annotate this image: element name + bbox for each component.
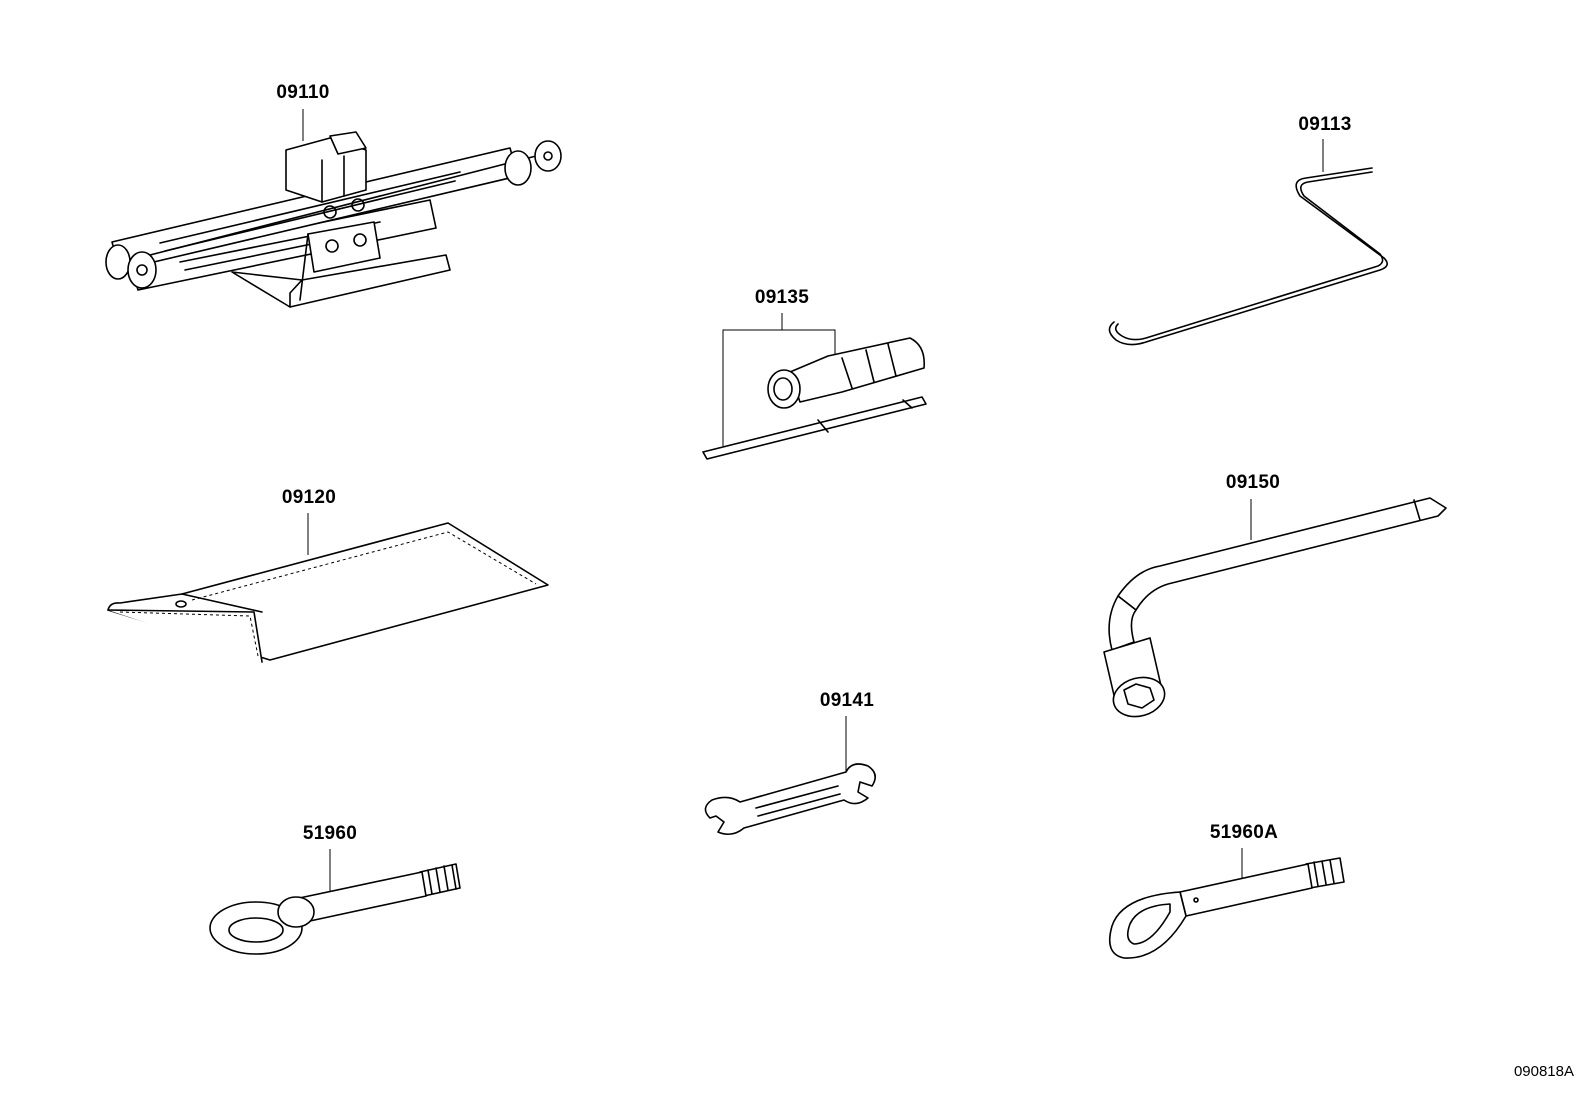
part-number-towing-eye[interactable]: 51960: [302, 823, 358, 844]
screwdriver-drawing[interactable]: [702, 313, 927, 460]
part-number-screwdriver[interactable]: 09135: [754, 287, 810, 308]
diagram-id: 090818A: [1513, 1063, 1574, 1080]
part-number-tool-bag[interactable]: 09120: [281, 487, 337, 508]
part-number-jack[interactable]: 09110: [276, 82, 330, 103]
jack-drawing[interactable]: [105, 109, 562, 308]
part-number-lug-wrench[interactable]: 09150: [1225, 472, 1281, 493]
part-number-wrench[interactable]: 09141: [819, 690, 875, 711]
jack-handle-drawing[interactable]: [1108, 139, 1388, 346]
lug-wrench-drawing[interactable]: [1103, 497, 1447, 722]
towing-eye-alt-drawing[interactable]: [1108, 848, 1345, 959]
part-number-towing-eye-alt[interactable]: 51960A: [1209, 822, 1279, 843]
wrench-drawing[interactable]: [704, 716, 876, 836]
tool-bag-drawing[interactable]: [107, 513, 549, 663]
part-number-jack-handle[interactable]: 09113: [1298, 114, 1352, 135]
towing-eye-drawing[interactable]: [209, 849, 461, 955]
